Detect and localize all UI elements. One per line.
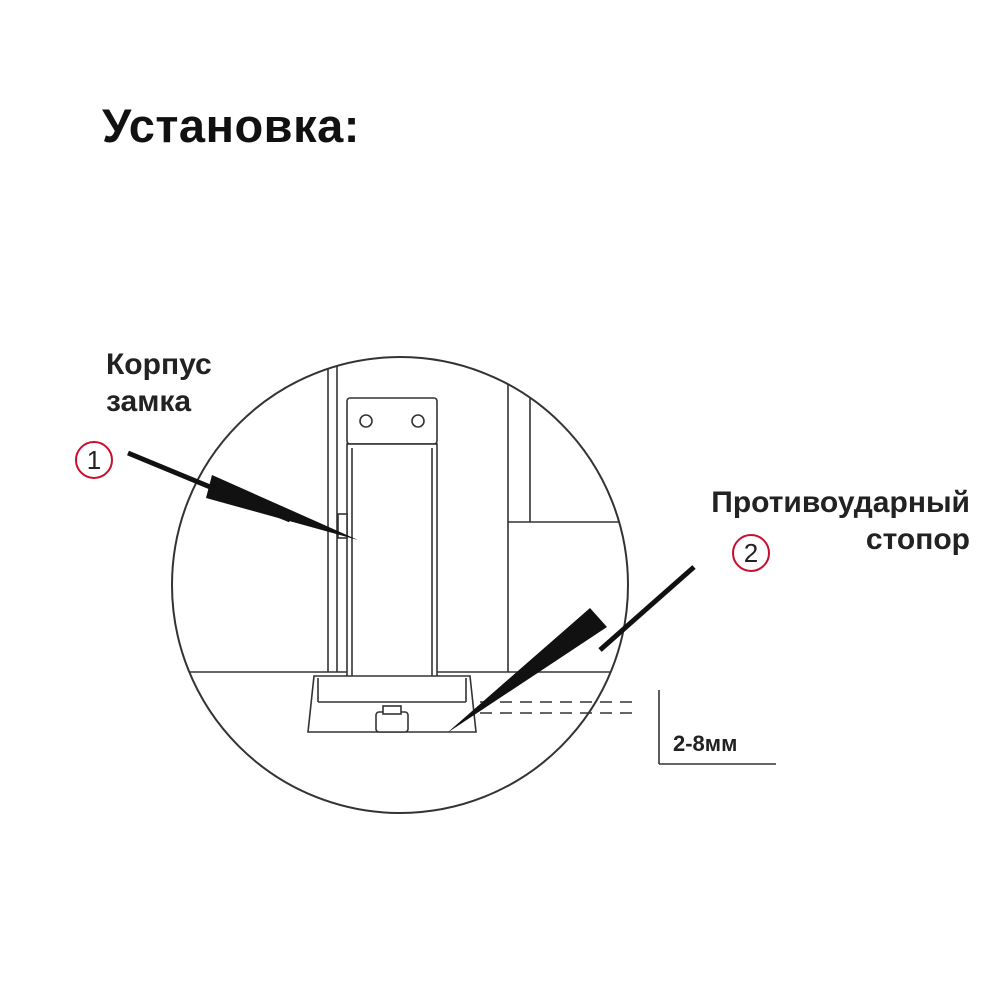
- callout-label-stopper: Противоударный стопор: [655, 484, 970, 558]
- callout-arrow-1: [127, 450, 358, 540]
- callout-arrow-2: [447, 565, 696, 733]
- badge-number: 2: [744, 538, 758, 568]
- callout-label-line: Противоударный: [711, 486, 970, 519]
- dimension-label: 2-8мм: [673, 731, 738, 756]
- callout-label-line: Корпус: [106, 348, 212, 381]
- callout-label-lock-body: Корпус замка: [106, 346, 212, 420]
- stopper-nub: [375, 711, 409, 733]
- callout-badge-1: 1: [75, 441, 113, 479]
- page-title: Установка:: [102, 99, 360, 152]
- mounting-hole: [411, 414, 425, 428]
- lock-body: [346, 443, 438, 703]
- base-plate: [307, 675, 477, 733]
- zoom-detail: [172, 357, 628, 733]
- mounting-hole: [359, 414, 373, 428]
- callout-badge-2: 2: [732, 534, 770, 572]
- lock-side-tab: [337, 513, 348, 539]
- badge-number: 1: [87, 445, 101, 475]
- callout-label-line: замка: [106, 385, 192, 418]
- callout-label-line: стопор: [865, 523, 970, 556]
